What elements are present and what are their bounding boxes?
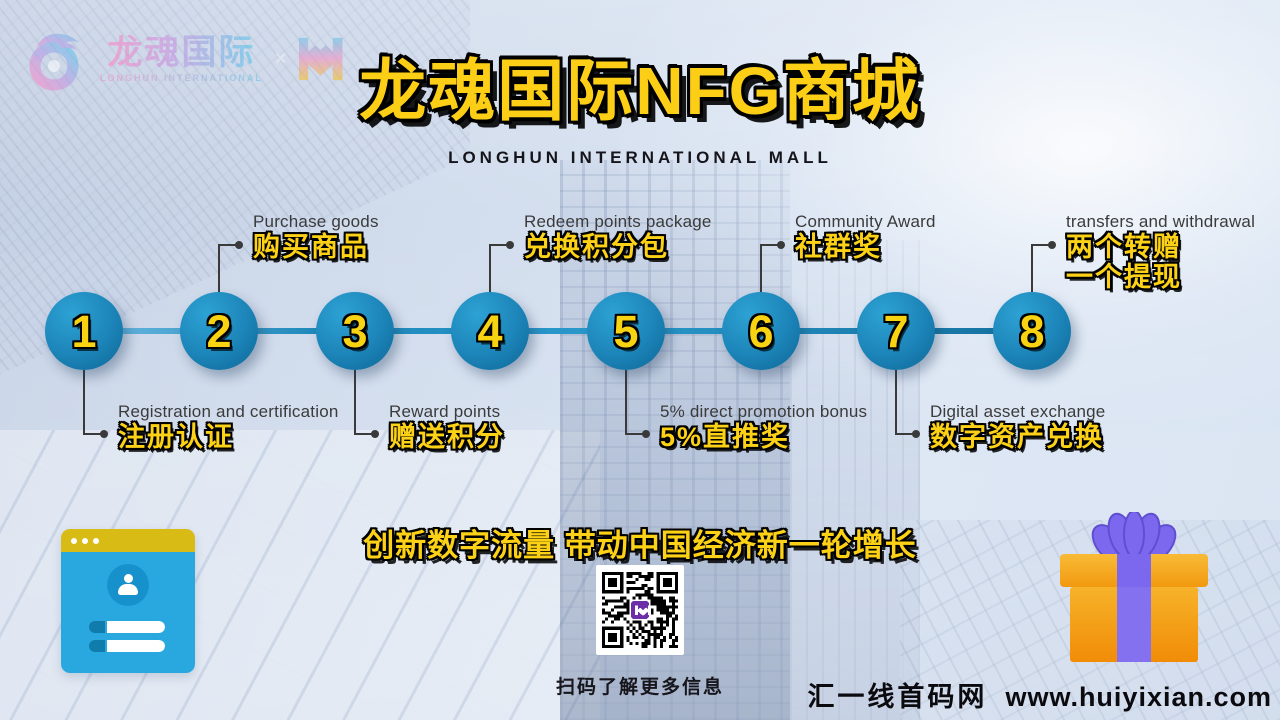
step-label-en: Purchase goods	[253, 212, 379, 231]
step-connector-dot	[777, 241, 785, 249]
step-label-en: Redeem points package	[524, 212, 712, 231]
step-connector-line	[625, 370, 627, 434]
window-titlebar	[61, 529, 195, 552]
step-circle-2: 2	[180, 292, 258, 370]
step-connector-line	[83, 433, 101, 435]
step-connector-dot	[506, 241, 514, 249]
step-label-en: Digital asset exchange	[930, 402, 1106, 421]
timeline-axis	[84, 328, 1032, 334]
step-label-zh: 5%直推奖	[660, 422, 791, 452]
qr-code	[596, 565, 684, 655]
step-connector-line	[625, 433, 643, 435]
step-circle-1: 1	[45, 292, 123, 370]
step-connector-line	[354, 433, 372, 435]
step-connector-dot	[371, 430, 379, 438]
slogan: 创新数字流量 带动中国经济新一轮增长	[363, 528, 917, 563]
watermark-url: www.huiyixian.com	[1005, 682, 1272, 712]
step-connector-dot	[642, 430, 650, 438]
step-connector-line	[760, 245, 762, 292]
step-label-zh: 社群奖	[795, 232, 882, 262]
qr-code-image	[602, 572, 678, 648]
page-subtitle: LONGHUN INTERNATIONAL MALL	[448, 148, 832, 167]
step-label-zh: 赠送积分	[389, 422, 505, 452]
step-connector-line	[895, 370, 897, 434]
step-connector-line	[354, 370, 356, 434]
step-number: 5	[613, 305, 639, 357]
brand-subtext: LONGHUN INTERNATIONAL	[100, 73, 263, 83]
step-connector-line	[218, 245, 220, 292]
step-label-zh: 兑换积分包	[524, 232, 669, 262]
window-body	[61, 552, 195, 673]
watermark-site: 汇一线首码网	[807, 682, 988, 712]
step-connector-line	[760, 244, 778, 246]
brand-text: 龙魂国际 LONGHUN INTERNATIONAL	[100, 35, 263, 83]
step-number: 2	[206, 305, 232, 357]
step-connector-dot	[100, 430, 108, 438]
dragon-logo-icon	[29, 33, 79, 91]
step-connector-dot	[1048, 241, 1056, 249]
step-circle-3: 3	[316, 292, 394, 370]
step-label-en: Reward points	[389, 402, 501, 421]
step-label-zh: 注册认证	[118, 422, 234, 452]
registration-window-illustration	[61, 529, 195, 673]
step-label-en: 5% direct promotion bonus	[660, 402, 868, 421]
step-number: 1	[71, 305, 97, 357]
step-connector-dot	[912, 430, 920, 438]
step-circle-4: 4	[451, 292, 529, 370]
step-number: 6	[748, 305, 774, 357]
step-label-en: transfers and withdrawal	[1066, 212, 1256, 231]
step-label-zh: 购买商品	[253, 232, 369, 262]
step-connector-line	[1031, 244, 1049, 246]
step-label-zh: 两个转赠	[1066, 232, 1182, 262]
step-connector-line	[895, 433, 913, 435]
watermark: 汇一线首码网 www.huiyixian.com	[807, 675, 1272, 714]
avatar	[107, 564, 149, 606]
step-label-en: Registration and certification	[118, 402, 339, 421]
step-connector-line	[83, 370, 85, 434]
step-label-zh: 数字资产兑换	[930, 422, 1104, 452]
window-dot-icon	[71, 537, 77, 544]
person-icon	[117, 574, 139, 596]
step-number: 4	[477, 305, 503, 357]
step-number: 7	[883, 305, 909, 357]
list-line	[89, 640, 165, 652]
step-connector-dot	[235, 241, 243, 249]
step-connector-line	[489, 245, 491, 292]
window-dot-icon	[93, 537, 99, 544]
step-circle-7: 7	[857, 292, 935, 370]
brand-lockup: 龙魂国际 LONGHUN INTERNATIONAL ×	[26, 22, 343, 96]
step-number: 3	[342, 305, 368, 357]
step-connector-line	[1031, 245, 1033, 292]
list-line	[89, 621, 165, 633]
step-circle-8: 8	[993, 292, 1071, 370]
step-label-zh: 一个提现	[1066, 262, 1182, 293]
step-connector-line	[489, 244, 507, 246]
brand-separator: ×	[274, 47, 287, 70]
step-circle-5: 5	[587, 292, 665, 370]
page-title: 龙魂国际NFG商城	[359, 54, 921, 129]
brand-name: 龙魂国际	[107, 33, 256, 72]
step-connector-line	[218, 244, 236, 246]
window-dot-icon	[82, 537, 88, 544]
qr-caption: 扫码了解更多信息	[555, 677, 724, 698]
step-circle-6: 6	[722, 292, 800, 370]
gift-box-illustration	[1060, 512, 1208, 662]
step-label-en: Community Award	[795, 212, 936, 231]
step-number: 8	[1019, 305, 1045, 357]
